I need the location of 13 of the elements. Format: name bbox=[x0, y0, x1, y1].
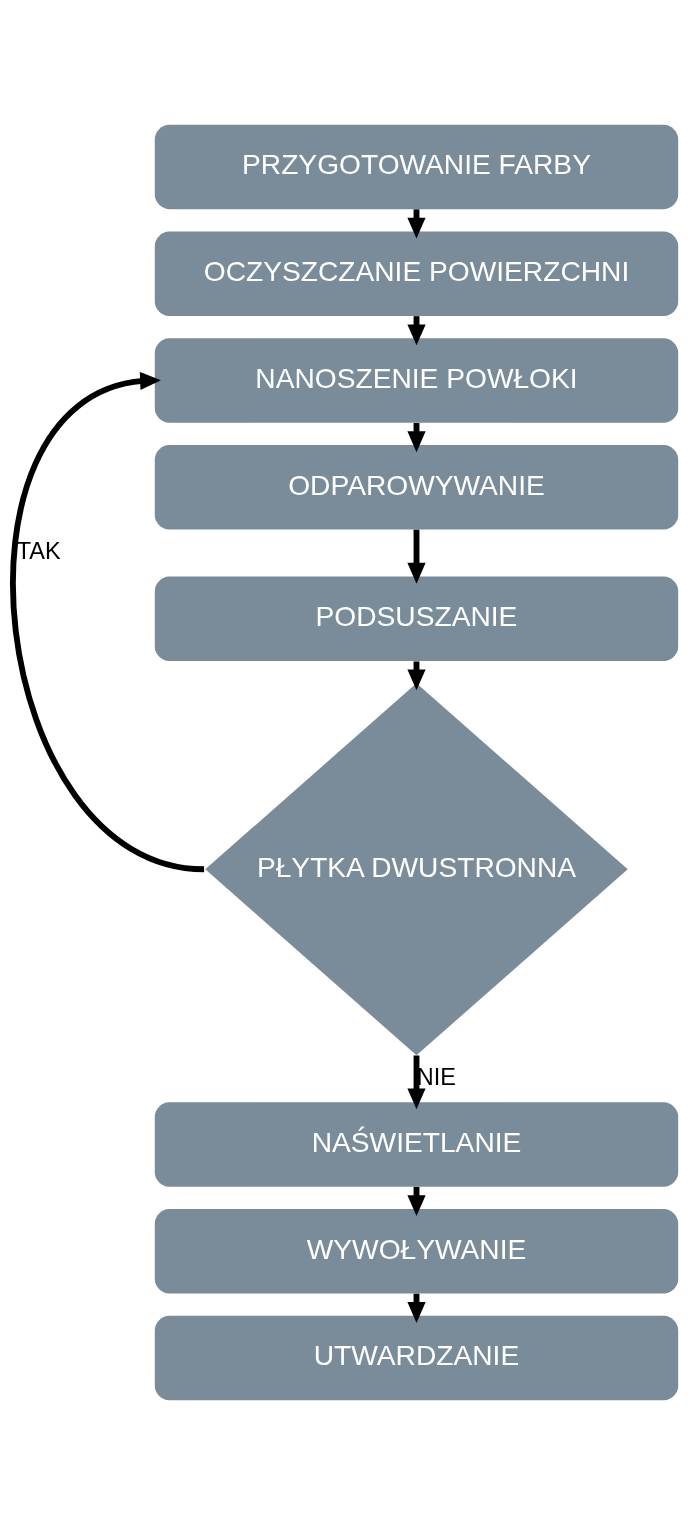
node-box: OCZYSZCZANIE POWIERZCHNI bbox=[154, 231, 679, 316]
node-box: NAŚWIETLANIE bbox=[154, 1101, 679, 1187]
edge-label: TAK bbox=[16, 537, 61, 564]
arrow bbox=[407, 1055, 426, 1109]
node-box: ODPAROWYWANIE bbox=[154, 444, 679, 530]
node-box: PODSUSZANIE bbox=[154, 576, 679, 661]
arrow bbox=[407, 529, 426, 584]
node-box: PRZYGOTOWANIE FARBY bbox=[154, 124, 679, 209]
node-box: UTWARDZANIE bbox=[154, 1315, 679, 1400]
edge-label: NIE bbox=[416, 1063, 457, 1090]
arrow bbox=[10, 371, 205, 872]
node-box: WYWOŁYWANIE bbox=[154, 1208, 679, 1293]
node-box: NANOSZENIE POWŁOKI bbox=[154, 337, 679, 423]
